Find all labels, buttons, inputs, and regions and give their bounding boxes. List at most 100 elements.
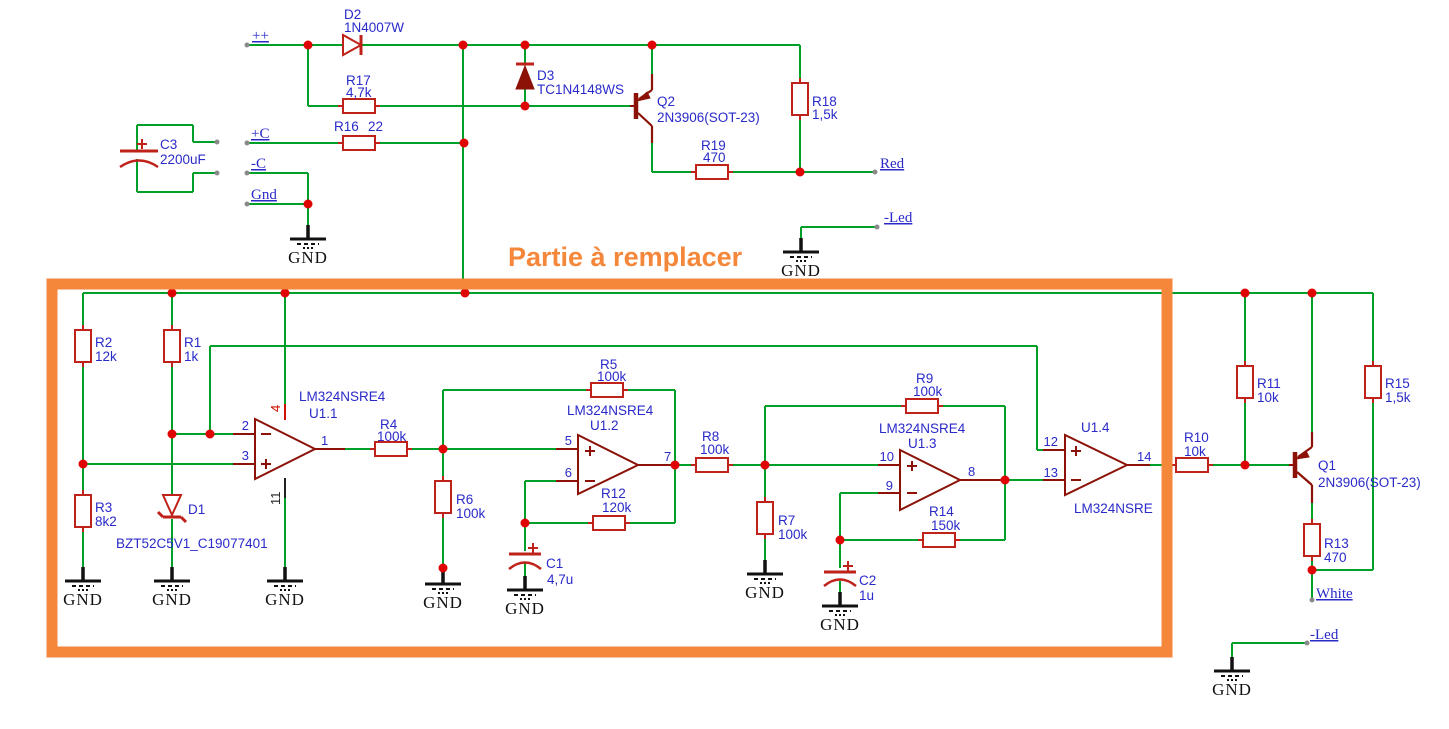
component-value: 1u [859, 588, 874, 603]
component-ref: C1 [546, 556, 563, 571]
component-value: 100k [913, 384, 943, 399]
junction-dot [647, 40, 657, 50]
emitter-arrow [635, 91, 651, 102]
resistor-R18[interactable]: R18 1,5k [791, 78, 838, 122]
resistor-R14[interactable]: R14 150k [918, 504, 961, 548]
capacitor-C3[interactable]: C3 2200uF [119, 137, 206, 169]
pin-number: 5 [565, 433, 572, 448]
resistor-R19[interactable]: R19 470 [691, 138, 733, 180]
resistor-R8[interactable]: R8 100k [691, 429, 733, 473]
capacitor-C2[interactable]: C2 1u [823, 561, 876, 603]
opamp-U1.3[interactable]: 10 9 8 LM324NSRE4 U1.3 [878, 421, 1005, 512]
resistor-R3[interactable]: R3 8k2 [74, 490, 117, 532]
resistor-R17[interactable]: R17 4,7k [338, 73, 380, 114]
component-value: 100k [778, 527, 808, 542]
junction-dot [460, 288, 470, 298]
zener-wing [179, 515, 188, 524]
component-value: 8k2 [95, 514, 117, 529]
gnd-symbol: GND [820, 592, 859, 634]
gnd-label: GND [288, 248, 328, 267]
resistor-body [590, 382, 624, 398]
component-ref: Q1 [1318, 458, 1336, 473]
port-white[interactable]: White [1309, 586, 1353, 603]
resistor-R15[interactable]: R15 1,5k [1364, 361, 1411, 405]
resistor-R2[interactable]: R2 12k [74, 325, 117, 367]
component-ref: R19 [701, 138, 726, 153]
resistor-R10[interactable]: R10 10k [1171, 430, 1213, 473]
pin-number: 3 [242, 448, 249, 463]
gnd-symbol: GND [745, 560, 785, 602]
junction-dot [167, 288, 177, 298]
gnd-label: GND [781, 261, 821, 280]
component-value: 120k [602, 500, 632, 515]
gnd-label: GND [745, 583, 785, 602]
resistor-body [1175, 457, 1209, 473]
opamp-U1.2[interactable]: 5 6 7 LM324NSRE4 U1.2 [556, 403, 675, 496]
resistor-R11[interactable]: R11 10k [1236, 361, 1281, 405]
opamp-U1.4[interactable]: 12 13 14 U1.4 LM324NSRE [1043, 420, 1153, 516]
resistor-R16[interactable]: R16 22 [334, 119, 383, 151]
component-value: 1,5k [1385, 390, 1411, 405]
component-ref: D1 [188, 502, 205, 517]
pin-number-gnd: 11 [268, 492, 283, 506]
transistor-Q2[interactable]: Q2 2N3906(SOT-23) [630, 74, 760, 143]
diode-D3[interactable]: D3 TC1N4148WS [515, 62, 624, 97]
junction-dot [78, 459, 88, 469]
junction-dot [1240, 288, 1250, 298]
gnd-symbol: GND [423, 570, 462, 612]
port-minus-led-top[interactable]: -Led [874, 210, 913, 230]
junction-dot [303, 199, 313, 209]
pin-number: 6 [565, 465, 572, 480]
port-gnd-in[interactable]: Gnd [244, 187, 278, 207]
resistor-R5[interactable]: R5 100k [586, 357, 628, 398]
opamp-part: LM324NSRE4 [879, 421, 966, 436]
resistor-body [695, 164, 729, 180]
resistor-R9[interactable]: R9 100k [901, 371, 943, 414]
component-ref: C3 [160, 137, 177, 152]
resistor-R12[interactable]: R12 120k [588, 486, 632, 531]
opamp-name: U1.1 [309, 406, 338, 421]
component-value: 100k [377, 429, 407, 444]
transistor-Q1[interactable]: Q1 2N3906(SOT-23) [1289, 432, 1421, 503]
junction-dot [760, 460, 770, 470]
pin-number: 2 [242, 418, 249, 433]
port-dot [1304, 640, 1310, 646]
component-value: 2N3906(SOT-23) [657, 110, 760, 125]
component-ref: R12 [601, 486, 626, 501]
component-ref: R5 [600, 357, 617, 372]
resistor-R1[interactable]: R1 1k [163, 325, 201, 367]
component-ref: R17 [346, 73, 371, 88]
port-red[interactable]: Red [872, 156, 905, 175]
gnd-label: GND [152, 590, 192, 609]
port-plus-plus[interactable]: ++ [244, 28, 269, 48]
port-plus-c[interactable]: +C [244, 126, 270, 146]
resistor-R7[interactable]: R7 100k [756, 497, 808, 542]
resistor-R13[interactable]: R13 470 [1303, 519, 1349, 565]
opamp-U1.1[interactable]: 2 3 1 4 11 LM324NSRE4 U1.1 [233, 389, 386, 505]
gnd-symbol: GND [781, 238, 821, 280]
junction-dot [280, 288, 290, 298]
port-minus-led-bottom[interactable]: -Led [1304, 627, 1339, 646]
resistor-R4[interactable]: R4 100k [370, 417, 412, 457]
zener-diode-D1[interactable]: D1 BZT52C5V1_C19077401 [116, 494, 268, 551]
resistor-body [1236, 365, 1254, 399]
resistor-body [695, 457, 729, 473]
resistor-R6[interactable]: R6 100k [434, 476, 486, 521]
component-ref: R8 [702, 429, 719, 444]
opamp-part: LM324NSRE [1074, 501, 1153, 516]
component-ref: R18 [812, 94, 837, 109]
junction-dot [438, 563, 448, 573]
resistor-body [1364, 365, 1382, 399]
component-ref: Q2 [657, 94, 675, 109]
gnd-symbol: GND [265, 567, 304, 609]
capacitor-C1[interactable]: C1 4,7u [508, 543, 573, 587]
diode-body [161, 494, 183, 518]
diode-D2[interactable]: D2 1N4007W [342, 7, 404, 57]
port-minus-c[interactable]: -C [244, 156, 267, 176]
gnd-label: GND [505, 599, 545, 618]
component-value: 470 [1324, 550, 1347, 565]
component-ref: C2 [859, 573, 876, 588]
component-value: 2N3906(SOT-23) [1318, 475, 1421, 490]
